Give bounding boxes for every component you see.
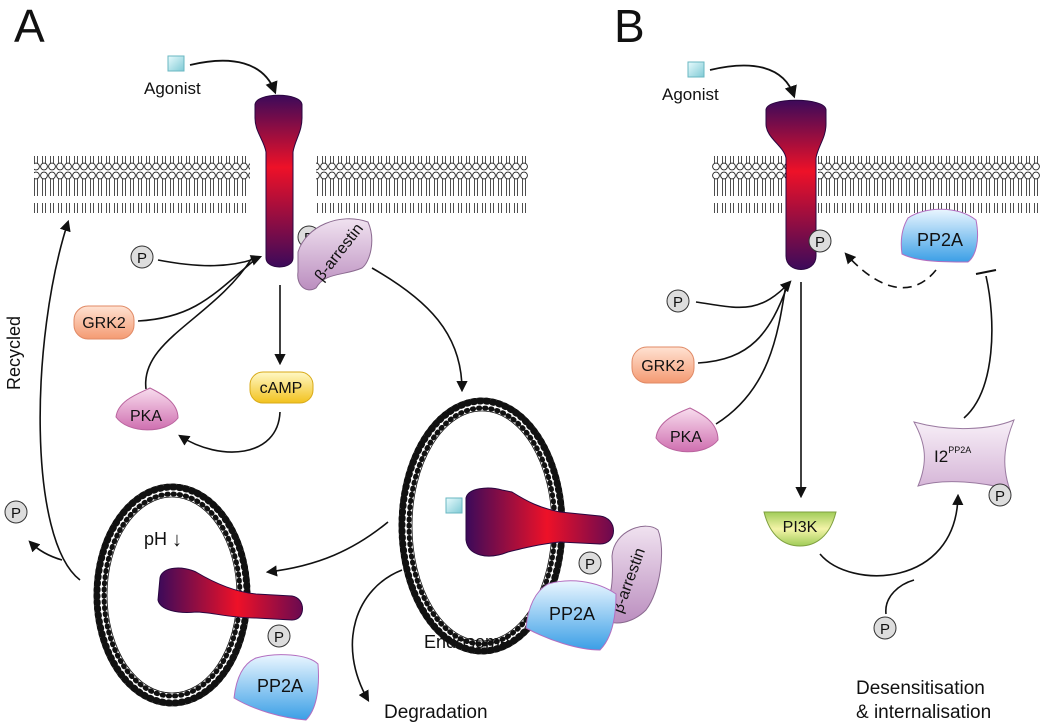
pp2a-endosome-left [233, 654, 319, 721]
arrow-to-recycling-endosome [265, 521, 389, 577]
phospho-free-b-label: P [673, 294, 683, 311]
inhibition-i2-to-pp2a [963, 275, 993, 419]
phospho-endosome-left [267, 624, 291, 648]
grk2-b-label: GRK2 [641, 358, 685, 375]
arrestin-a [297, 218, 373, 291]
grk2-b [631, 346, 695, 384]
agonist-cube-endosome [445, 497, 463, 514]
ph-down-arrow: ↓ [172, 529, 182, 551]
panel-b-label: B [614, 0, 645, 52]
agonist-cube-a [167, 55, 185, 72]
phospho-endosome-right-label: P [585, 556, 595, 573]
phospho-receptor-b [808, 229, 832, 253]
arrow-pi3k-to-i2 [819, 493, 964, 577]
phospho-released [4, 500, 28, 524]
membrane-b-left [712, 156, 786, 213]
receptor-endosome-left [157, 567, 303, 621]
arrow-pka-to-receptor-b [715, 283, 787, 425]
arrow-camp-to-pka [178, 411, 281, 453]
agonist-arrow-b [709, 64, 797, 99]
agonist-cube-b [687, 61, 705, 78]
arrow-to-degradation [351, 569, 403, 702]
camp-label: cAMP [260, 380, 303, 397]
arrow-recycled [39, 219, 81, 581]
phospho-free-a-label: P [137, 250, 147, 267]
pp2a-endosome-label: PP2A [549, 604, 595, 624]
pka-b [655, 407, 719, 453]
pp2a-membrane-label: PP2A [917, 230, 963, 250]
panel-b: B Agonist P PP2A P GRK2 PKA PI3K P I2PP2… [614, 0, 1040, 723]
arrow-p-to-receptor-b [695, 280, 792, 309]
phospho-endosome-left-label: P [274, 629, 284, 646]
phospho-receptor-b-label: P [815, 234, 825, 251]
phospho-i2 [988, 483, 1012, 507]
panel-a: A Agonist P β-arrestin P GRK2 PKA cAMP [4, 0, 663, 723]
pp2a-membrane [900, 208, 979, 263]
ph-label: pH [144, 529, 167, 549]
phospho-i2-label: P [995, 488, 1005, 505]
grk2-a-label: GRK2 [82, 315, 126, 332]
membrane-a-right [316, 156, 528, 213]
outcome-line-2: & internalisation [856, 702, 991, 723]
agonist-label-a: Agonist [144, 79, 201, 98]
arrow-pka-to-receptor-a [145, 257, 253, 390]
pka-a [115, 387, 179, 431]
i2pp2a-sup: PP2A [948, 445, 971, 455]
membrane-a-left [34, 156, 250, 213]
endosome-label: Endosome [424, 632, 510, 652]
arrow-p-to-receptor-a [157, 255, 263, 267]
arrow-dephospho [28, 540, 63, 561]
i2pp2a [912, 419, 1015, 491]
receptor-endosome-right [465, 487, 614, 557]
degradation-label: Degradation [384, 702, 488, 723]
arrow-grk2-to-receptor-b [697, 283, 789, 364]
outcome-line-1: Desensitisation [856, 678, 985, 699]
receptor-b [765, 99, 827, 270]
i2pp2a-base: I2 [934, 447, 948, 466]
arrow-grk2-to-receptor-a [137, 256, 259, 322]
pi3k-label: PI3K [783, 519, 818, 536]
receptor-a [254, 94, 303, 268]
pka-b-label: PKA [670, 429, 702, 446]
i2pp2a-label: I2PP2A [934, 445, 971, 466]
arrow-pp2a-dephospho [844, 252, 937, 289]
recycled-label: Recycled [4, 316, 24, 390]
arrow-p-join [885, 579, 915, 615]
agonist-label-b: Agonist [662, 85, 719, 104]
inhibition-bar [975, 269, 997, 275]
phospho-free-a [130, 245, 154, 269]
phospho-endosome-right [578, 551, 602, 575]
pka-a-label: PKA [130, 408, 162, 425]
pp2a-endosome [525, 580, 617, 651]
phospho-i2-source [873, 616, 897, 640]
pp2a-endosome-left-label: PP2A [257, 676, 303, 696]
camp [249, 371, 314, 404]
pi3k [763, 511, 837, 547]
phospho-released-label: P [11, 505, 21, 522]
phospho-i2-source-label: P [880, 621, 890, 638]
panel-a-label: A [14, 0, 45, 52]
membrane-b-right [818, 156, 1040, 213]
arrow-to-endosome [371, 267, 468, 393]
phospho-free-b [666, 289, 690, 313]
agonist-arrow-a [189, 59, 278, 95]
grk2-a [73, 305, 135, 340]
